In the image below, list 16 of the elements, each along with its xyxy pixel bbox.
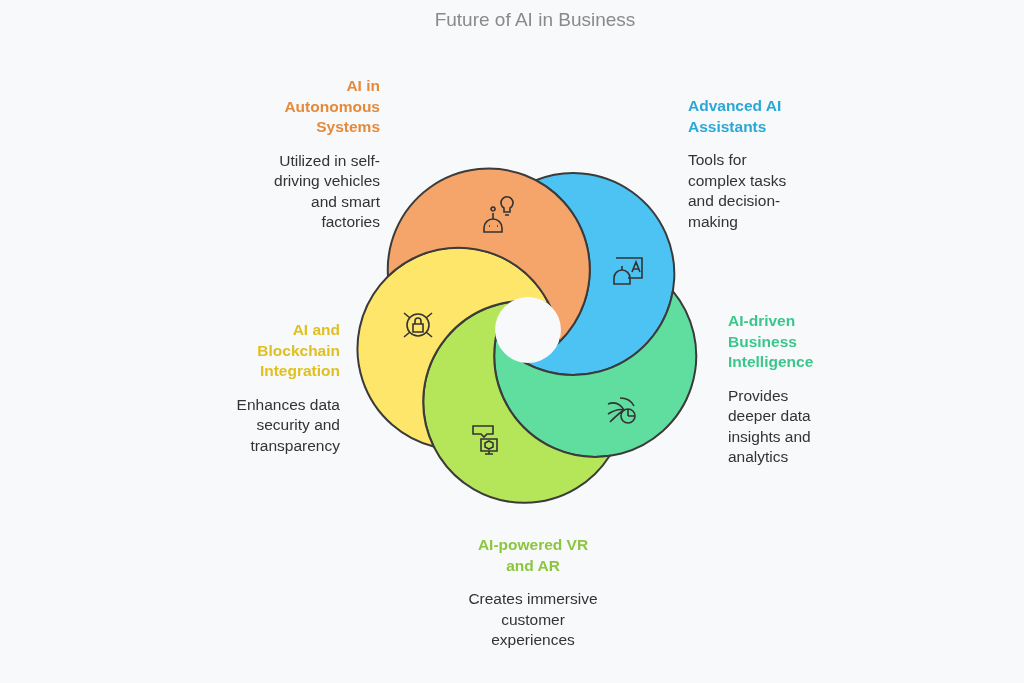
- segment-description: Utilized in self-driving vehicles and smart factories: [273, 150, 380, 232]
- segment-heading: AI and Blockchain Integration: [256, 320, 340, 381]
- segment-heading: AI-powered VR and AR: [476, 535, 590, 576]
- segment-heading: Advanced AI Assistants: [688, 96, 783, 137]
- petal-shape: [493, 290, 698, 458]
- segment-description: Tools for complex tasks and decision-making: [688, 150, 788, 232]
- segment-description: Enhances data security and transparency: [235, 394, 340, 456]
- petal-shape: [356, 246, 551, 448]
- segment-description: Creates immersive customer experiences: [468, 589, 598, 650]
- segment-description: Provides deeper data insights and analytics: [728, 385, 812, 467]
- segment-heading: AI-driven Business Intelligence: [728, 311, 815, 372]
- petal-shape: [422, 300, 611, 504]
- diagram-title: Future of AI in Business: [433, 9, 637, 31]
- segment-heading: AI in Autonomous Systems: [283, 76, 380, 137]
- petal-shape: [525, 172, 676, 376]
- petal-shape: [387, 167, 591, 343]
